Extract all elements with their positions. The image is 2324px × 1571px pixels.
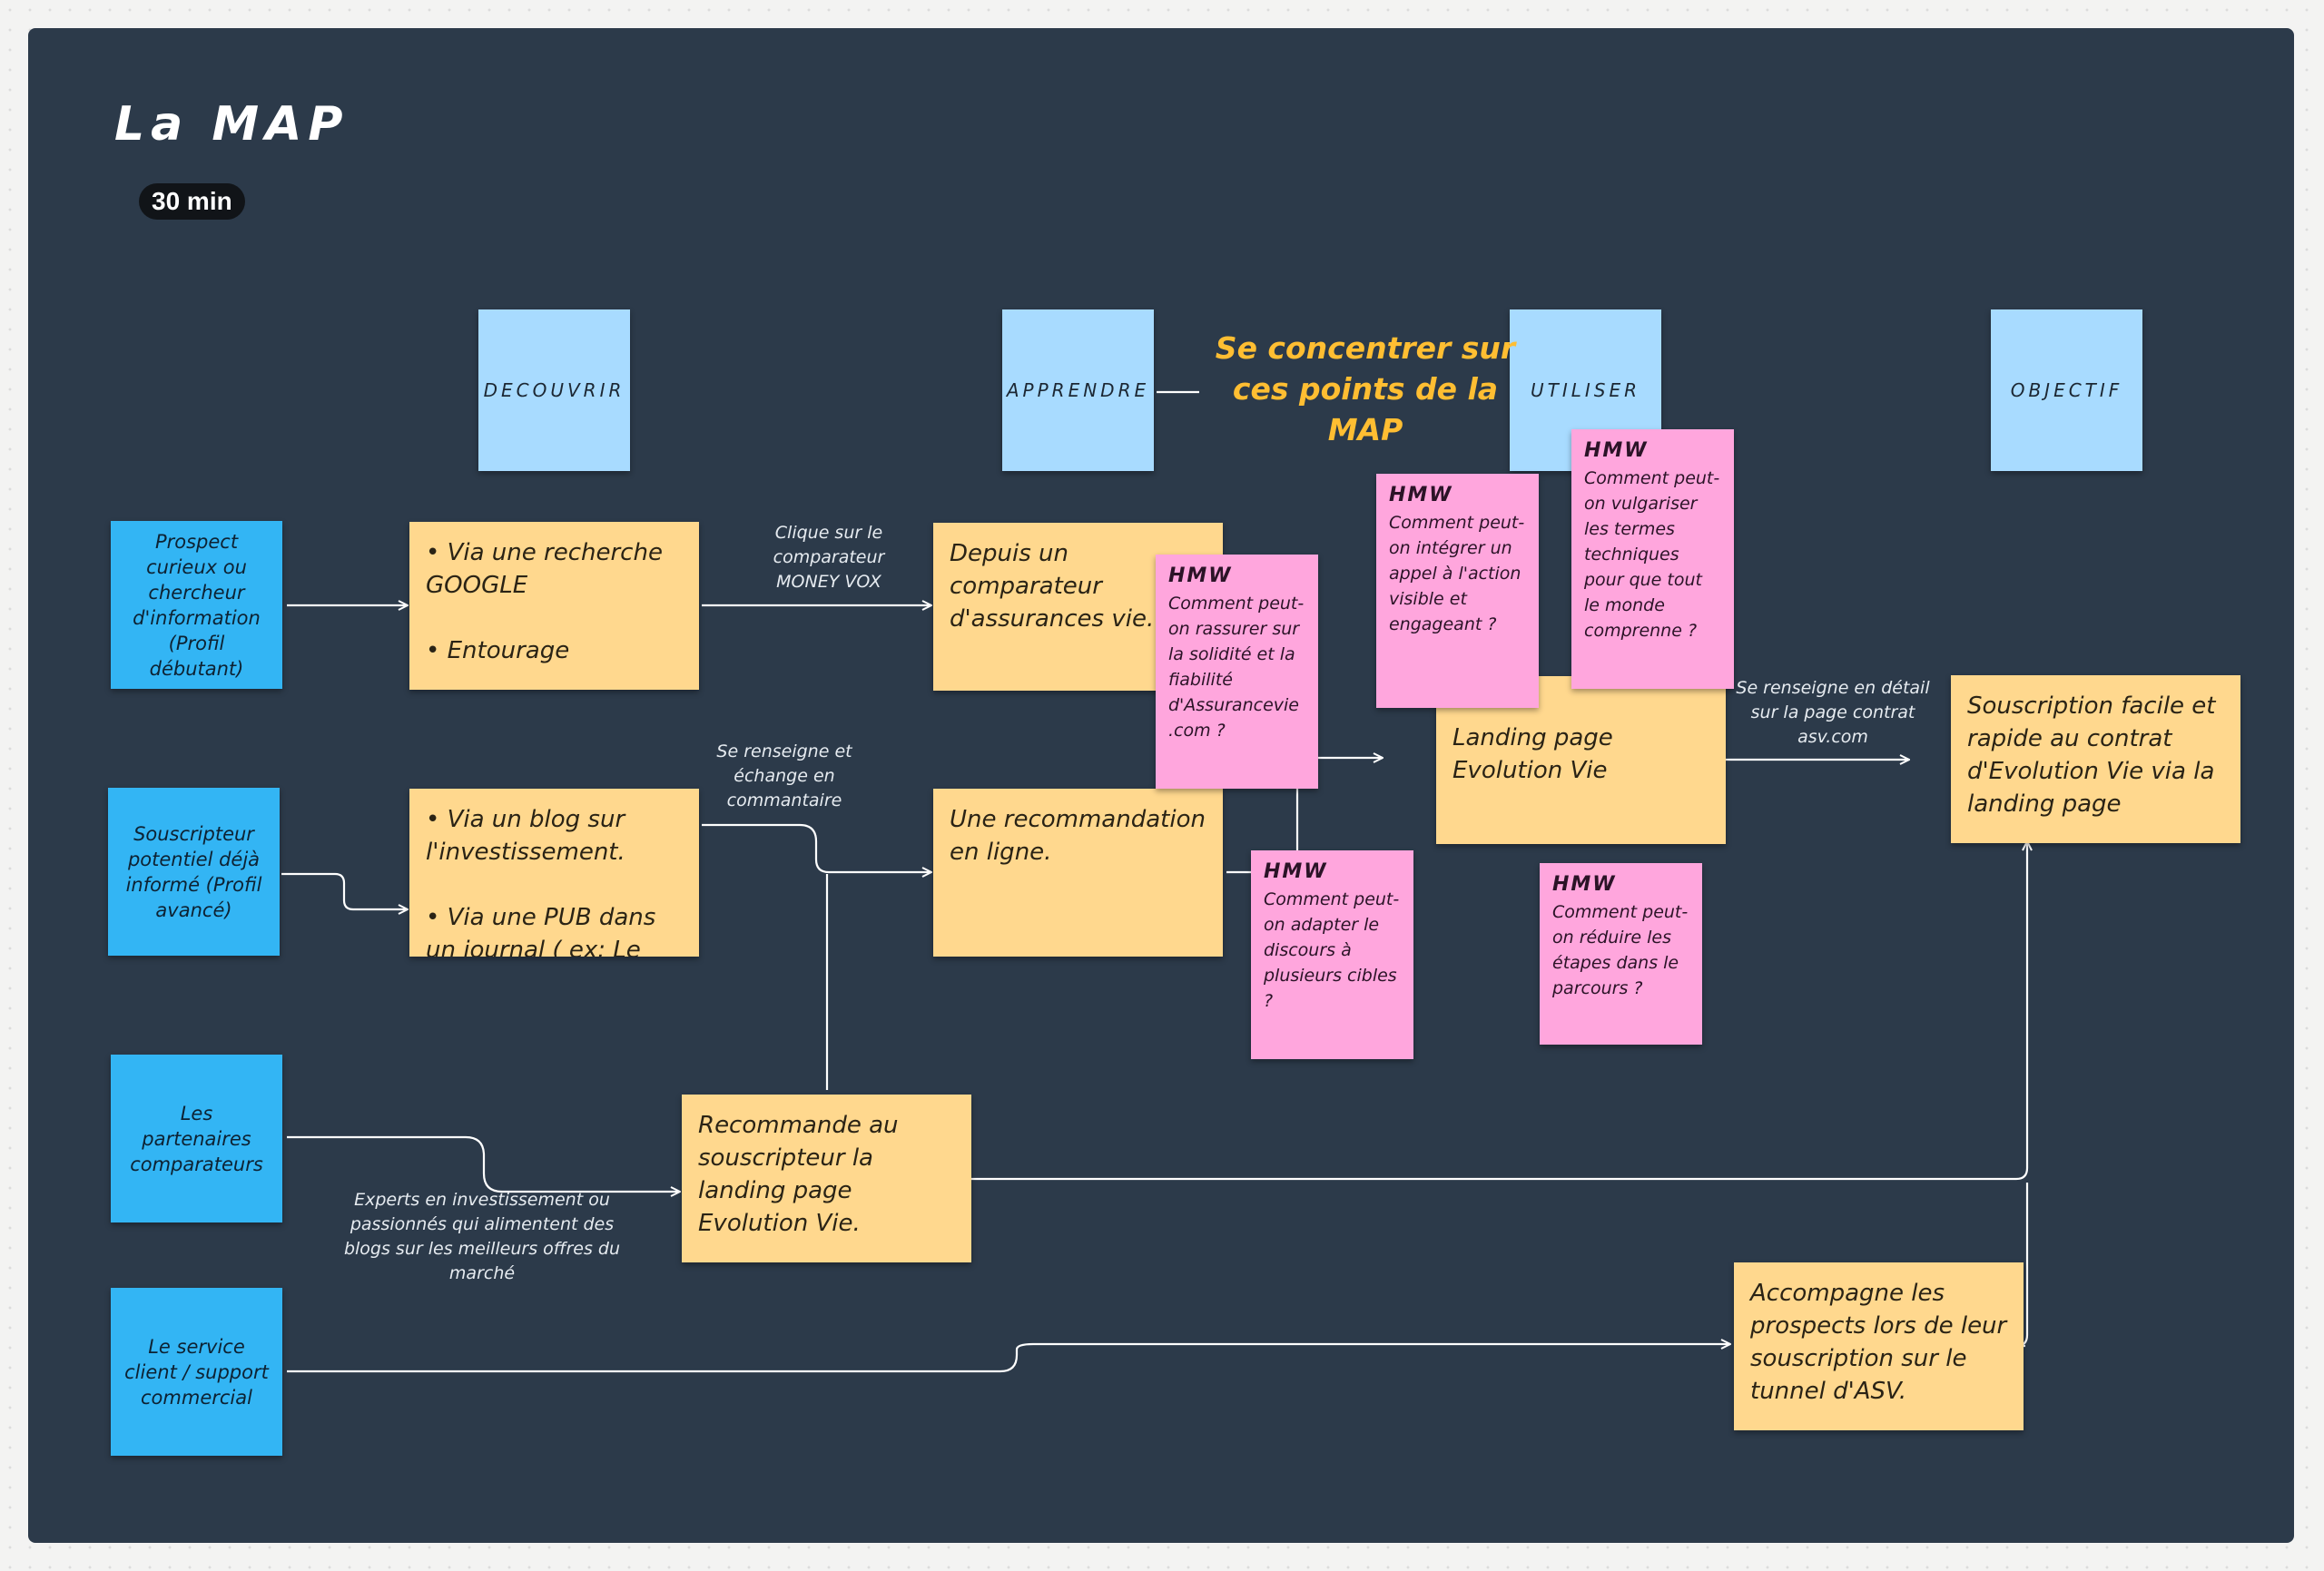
focus-annotation: Se concentrer sur ces points de la MAP <box>1215 330 1516 447</box>
timer-badge[interactable]: 30 min <box>139 183 245 220</box>
step-souscription-objectif[interactable]: Souscription facile et rapide au contrat… <box>1951 675 2240 843</box>
map-board: La MAP 30 min DECOUVRIR APPRENDRE UTILIS… <box>28 28 2294 1543</box>
hmw-question: Comment peut-on adapter le discours à pl… <box>1264 889 1400 1011</box>
connector-recommande-souscription <box>958 841 2027 1181</box>
hmw-rassurer[interactable]: HMW Comment peut-on rassurer sur la soli… <box>1156 555 1318 789</box>
edge-label-renseigne-echange: Se renseigne et échange en commantaire <box>716 741 852 810</box>
connector-blog-recommandation <box>702 823 931 872</box>
hmw-question: Comment peut-on réduire les étapes dans … <box>1552 902 1689 998</box>
connector-partenaires-recommande <box>287 1135 680 1192</box>
step-recommandation-ligne[interactable]: Une recommandation en ligne. <box>933 789 1223 957</box>
connector-service-accompagne <box>287 1344 1730 1373</box>
persona-prospect[interactable]: Prospect curieux ou chercheur d'informat… <box>111 521 282 689</box>
hmw-title: HMW <box>1264 860 1328 883</box>
hmw-adapter-discours[interactable]: HMW Comment peut-on adapter le discours … <box>1251 850 1413 1059</box>
step-blog-pub[interactable]: • Via un blog sur l'investissement. • Vi… <box>409 789 699 957</box>
step-recommande-souscripteur[interactable]: Recommande au souscripteur la landing pa… <box>682 1095 971 1262</box>
persona-partenaires[interactable]: Les partenaires comparateurs <box>111 1055 282 1222</box>
edge-label-clique-comparateur: Clique sur le comparateur MONEY VOX <box>773 523 885 592</box>
hmw-question: Comment peut-on intégrer un appel à l'ac… <box>1389 513 1525 634</box>
phase-apprendre[interactable]: APPRENDRE <box>1002 309 1154 471</box>
edge-label-renseigne-detail: Se renseigne en détail sur la page contr… <box>1736 678 1930 747</box>
step-accompagne-prospects[interactable]: Accompagne les prospects lors de leur so… <box>1734 1262 2024 1430</box>
connector-souscripteur-blog <box>281 872 408 909</box>
hmw-title: HMW <box>1584 439 1649 462</box>
hmw-title: HMW <box>1168 565 1233 587</box>
hmw-vulgariser[interactable]: HMW Comment peut-on vulgariser les terme… <box>1571 429 1734 689</box>
persona-souscripteur[interactable]: Souscripteur potentiel déjà informé (Pro… <box>108 788 280 956</box>
step-recherche-google[interactable]: • Via une recherche GOOGLE • Entourage <box>409 522 699 690</box>
hmw-title: HMW <box>1552 873 1617 896</box>
board-title: La MAP <box>114 97 350 152</box>
phase-decouvrir[interactable]: DECOUVRIR <box>478 309 630 471</box>
edge-label-experts: Experts en investissement ou passionnés … <box>343 1190 621 1283</box>
persona-service-client[interactable]: Le service client / support commercial <box>111 1288 282 1456</box>
hmw-title: HMW <box>1389 484 1453 506</box>
hmw-appel-action[interactable]: HMW Comment peut-on intégrer un appel à … <box>1376 474 1539 708</box>
hmw-question: Comment peut-on rassurer sur la solidité… <box>1168 594 1305 741</box>
phase-objectif[interactable]: OBJECTIF <box>1991 309 2142 471</box>
hmw-reduire-etapes[interactable]: HMW Comment peut-on réduire les étapes d… <box>1540 863 1702 1045</box>
hmw-question: Comment peut-on vulgariser les termes te… <box>1584 468 1720 641</box>
